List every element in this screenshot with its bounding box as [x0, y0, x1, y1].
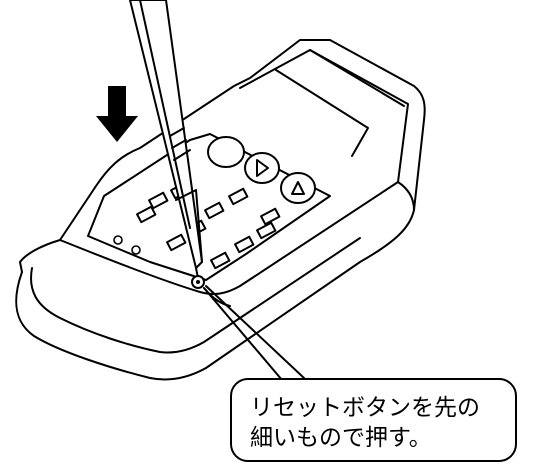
remote-buttons	[136, 136, 316, 270]
callout-leader	[203, 285, 305, 381]
callout-box: リセットボタンを先の 細いもので押す。	[230, 378, 517, 462]
arrow-down-icon	[96, 86, 138, 142]
remote-control-icon	[15, 39, 426, 381]
callout-line-2: 細いもので押す。	[250, 425, 432, 451]
stylus-icon	[129, 0, 203, 279]
indicator-dots	[113, 235, 141, 255]
callout-line-1: リセットボタンを先の	[250, 395, 480, 421]
reset-button-hole-icon	[191, 275, 205, 289]
